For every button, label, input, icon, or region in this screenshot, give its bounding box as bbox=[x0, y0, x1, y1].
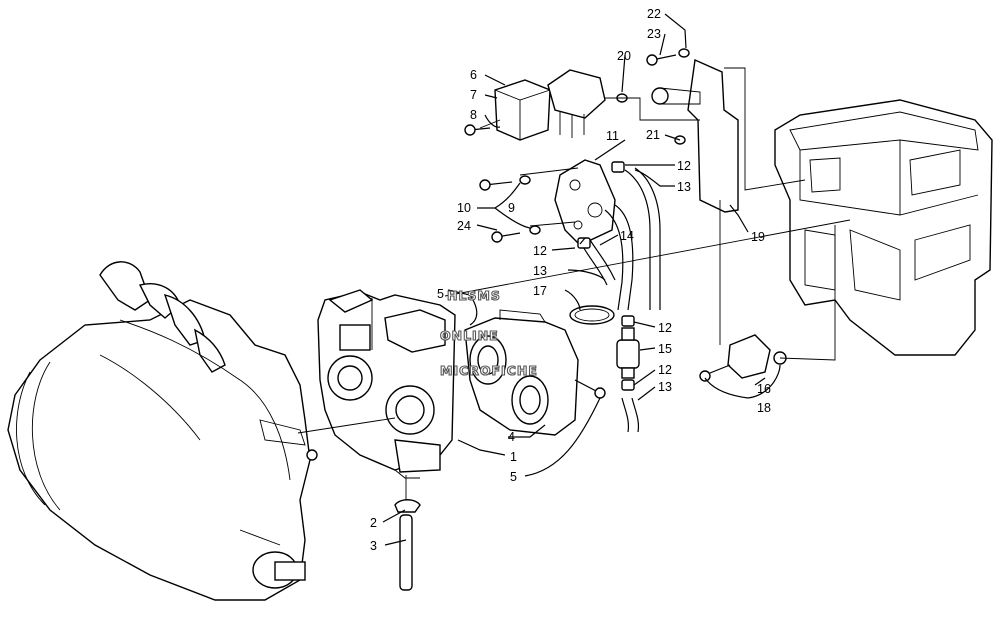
callout-18: 18 bbox=[757, 401, 771, 415]
fuel-pump bbox=[554, 159, 616, 246]
hose-clamps bbox=[577, 161, 635, 391]
drain-tube bbox=[394, 499, 421, 591]
callout-14: 14 bbox=[620, 229, 634, 243]
callout-7: 7 bbox=[470, 88, 477, 102]
electrical-box bbox=[494, 79, 551, 141]
callout-21: 21 bbox=[646, 128, 660, 142]
callout-5a: 5 bbox=[437, 287, 444, 301]
callout-23: 23 bbox=[647, 27, 661, 41]
callout-11: 11 bbox=[606, 129, 619, 143]
mounting-bracket bbox=[651, 58, 739, 213]
callout-8: 8 bbox=[470, 108, 477, 122]
intake-boot bbox=[464, 309, 579, 436]
carburetor-assembly bbox=[317, 289, 456, 479]
callout-4: 4 bbox=[508, 430, 515, 444]
callout-10: 10 bbox=[457, 201, 471, 215]
callout-1: 1 bbox=[510, 450, 517, 464]
callout-16: 16 bbox=[757, 382, 771, 396]
callout-20: 20 bbox=[617, 49, 631, 63]
callout-24: 24 bbox=[457, 219, 471, 233]
callout-13a: 13 bbox=[677, 180, 691, 194]
leader-lines bbox=[382, 13, 781, 546]
screw-5 bbox=[574, 379, 606, 399]
callout-5b: 5 bbox=[510, 470, 517, 484]
callout-3: 3 bbox=[370, 539, 377, 553]
watermark: HLSMS ONLINE MICROFICHE bbox=[439, 287, 538, 378]
callout-2: 2 bbox=[370, 516, 377, 530]
callout-12a: 12 bbox=[677, 159, 691, 173]
callout-12c: 12 bbox=[658, 321, 672, 335]
callout-12d: 12 bbox=[658, 363, 672, 377]
engine-block bbox=[7, 261, 318, 601]
fuel-filter bbox=[616, 327, 640, 379]
watermark-line-1: HLSMS bbox=[447, 288, 501, 303]
callout-15: 15 bbox=[658, 342, 672, 356]
fasteners bbox=[464, 48, 690, 243]
callout-6: 6 bbox=[470, 68, 477, 82]
callout-labels: 1 2 3 4 5 5 6 7 8 9 10 11 12 12 12 12 13… bbox=[370, 7, 771, 553]
watermark-line-3: MICROFICHE bbox=[440, 363, 538, 378]
callout-19: 19 bbox=[751, 230, 765, 244]
callout-13b: 13 bbox=[533, 264, 547, 278]
air-box bbox=[774, 99, 993, 356]
assembly-lines bbox=[297, 67, 851, 500]
callout-13c: 13 bbox=[658, 380, 672, 394]
callout-12b: 12 bbox=[533, 244, 547, 258]
callout-9: 9 bbox=[508, 201, 515, 215]
callout-22: 22 bbox=[647, 7, 661, 21]
watermark-line-2: ONLINE bbox=[440, 328, 499, 343]
valve-16 bbox=[699, 334, 787, 382]
callout-17: 17 bbox=[533, 284, 547, 298]
regulator-block bbox=[547, 69, 606, 138]
